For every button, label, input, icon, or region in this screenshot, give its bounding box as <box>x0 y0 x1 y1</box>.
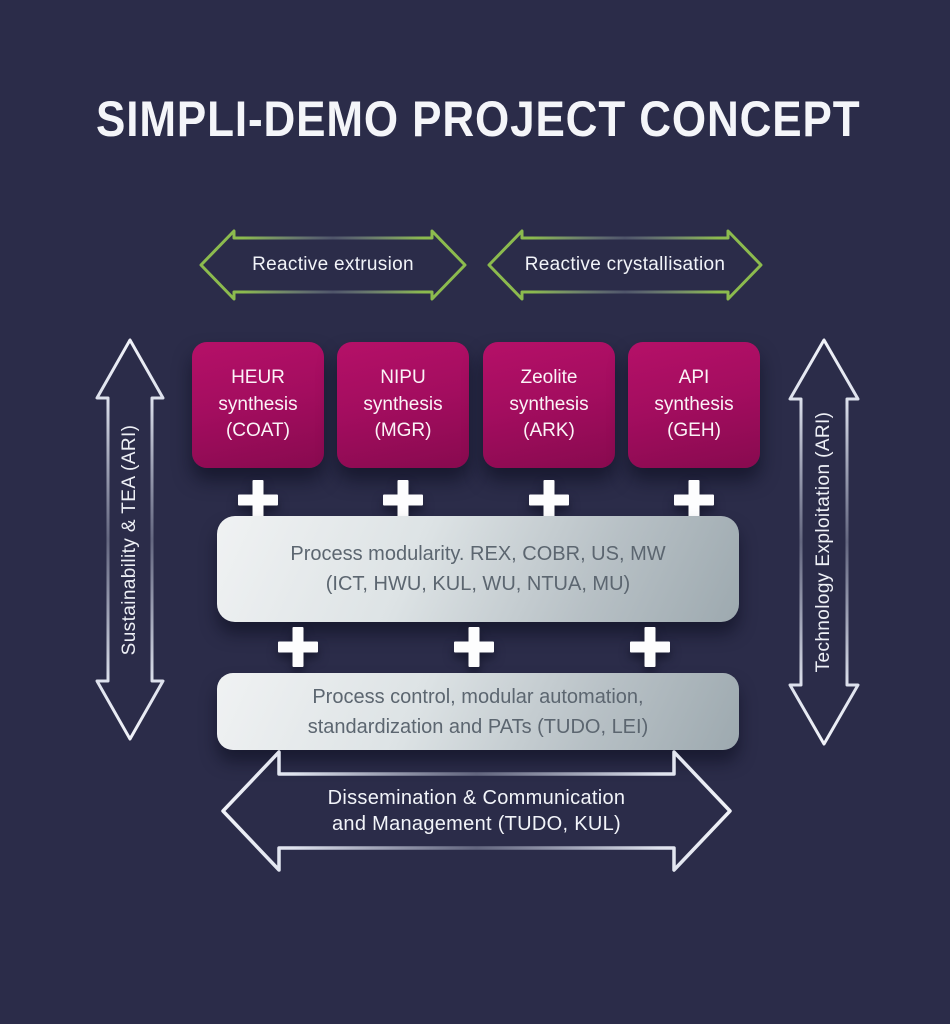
sustainability-arrow: Sustainability & TEA (ARI) <box>94 337 166 742</box>
plus-icon <box>278 627 318 667</box>
api-synthesis-box: API synthesis (GEH) <box>628 342 760 468</box>
technology-exploitation-label: Technology Exploitation (ARI) <box>813 411 834 673</box>
double-arrow-icon <box>221 750 732 872</box>
zeolite-synthesis-box: Zeolite synthesis (ARK) <box>483 342 615 468</box>
double-arrow-icon <box>95 338 165 741</box>
plus-icon <box>630 627 670 667</box>
heur-synthesis-label: HEUR synthesis (COAT) <box>218 366 298 442</box>
dissemination-arrow: Dissemination & Communication and Manage… <box>220 749 733 873</box>
reactive-extrusion-label: Reactive extrusion <box>252 254 414 276</box>
reactive-crystallisation-label: Reactive crystallisation <box>524 254 726 276</box>
plus-icon <box>529 480 569 520</box>
double-arrow-icon <box>199 229 467 301</box>
technology-exploitation-arrow: Technology Exploitation (ARI) <box>786 337 862 747</box>
page-title: SIMPLI-DEMO PROJECT CONCEPT <box>96 91 861 147</box>
double-arrow-icon <box>788 338 860 746</box>
process-modularity-box: Process modularity. REX, COBR, US, MW (I… <box>217 516 739 622</box>
double-arrow-icon <box>487 229 763 301</box>
heur-synthesis-box: HEUR synthesis (COAT) <box>192 342 324 468</box>
process-control-box: Process control, modular automation, sta… <box>217 673 739 750</box>
plus-icon <box>238 480 278 520</box>
process-modularity-label: Process modularity. REX, COBR, US, MW (I… <box>290 543 666 595</box>
plus-icon <box>674 480 714 520</box>
zeolite-synthesis-label: Zeolite synthesis (ARK) <box>509 366 589 442</box>
dissemination-label: Dissemination & Communication and Manage… <box>327 786 626 835</box>
reactive-crystallisation-arrow: Reactive crystallisation <box>486 228 764 302</box>
api-synthesis-label: API synthesis (GEH) <box>654 366 734 442</box>
plus-icon <box>454 627 494 667</box>
sustainability-label: Sustainability & TEA (ARI) <box>119 424 140 655</box>
nipu-synthesis-box: NIPU synthesis (MGR) <box>337 342 469 468</box>
plus-icon <box>383 480 423 520</box>
nipu-synthesis-label: NIPU synthesis (MGR) <box>363 366 443 442</box>
reactive-extrusion-arrow: Reactive extrusion <box>198 228 468 302</box>
process-control-label: Process control, modular automation, sta… <box>307 685 649 738</box>
